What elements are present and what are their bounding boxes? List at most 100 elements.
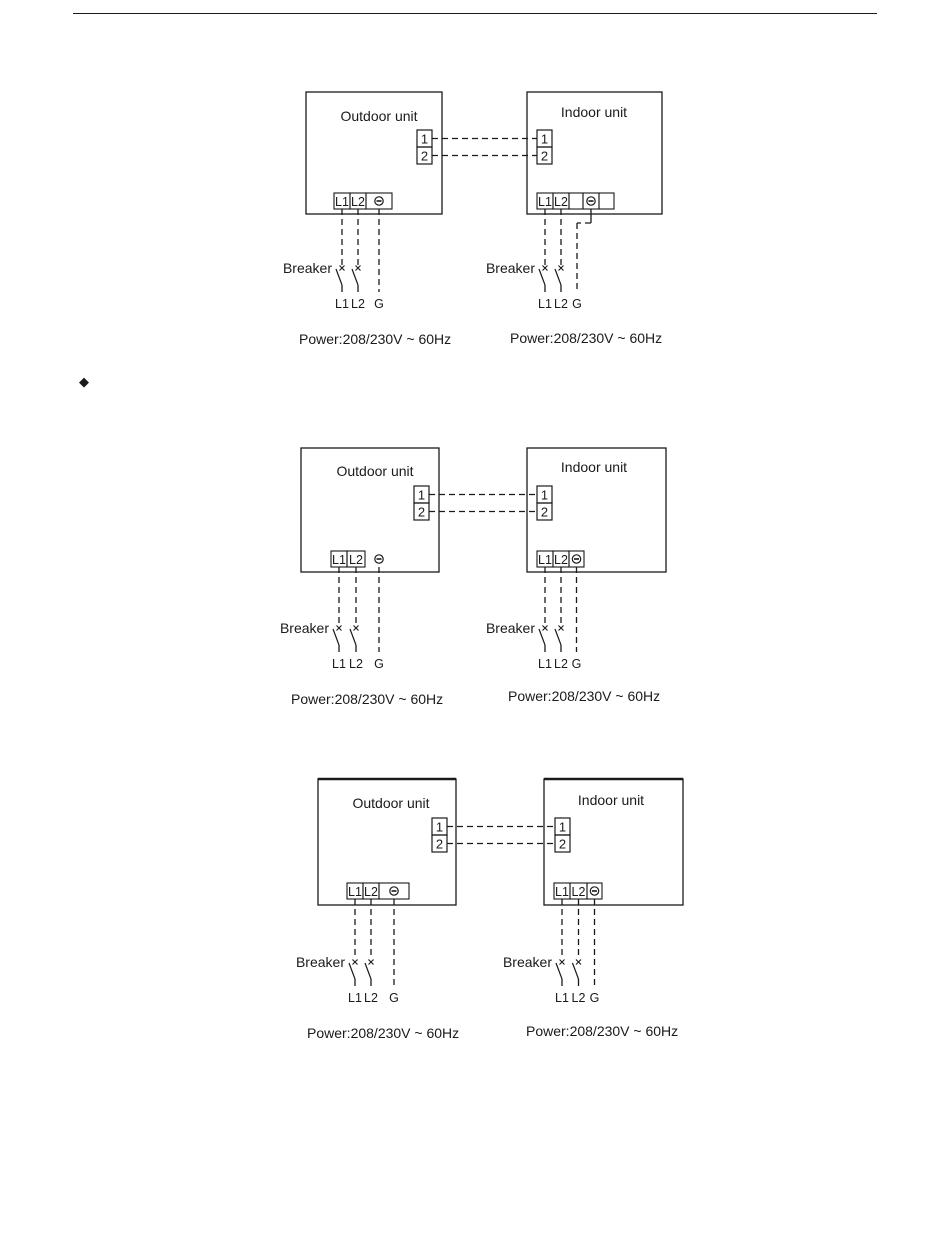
breaker-blade: [554, 628, 562, 646]
signal-interconnect: [432, 137, 537, 157]
signal-terminal-2: [536, 146, 553, 165]
breaker-pole-l1: [335, 209, 345, 292]
signal-terminal-2: [536, 502, 553, 521]
signal-terminal-1-label: 1: [421, 132, 428, 147]
breaker-blade: [538, 628, 546, 646]
breaker-blade: [348, 962, 356, 980]
signal-terminal-1-label: 1: [541, 488, 548, 503]
breaker-pole-l1: [538, 209, 548, 292]
power-terminal-L1-label: L1: [335, 195, 349, 209]
bullet-diamond-icon: ◆: [79, 374, 89, 389]
signal-terminal-2: [413, 502, 430, 521]
power-spec-label: Power:208/230V ~ 60Hz: [299, 331, 451, 347]
breaker-contact-x-icon: [336, 625, 342, 631]
signal-terminal-1-label: 1: [541, 132, 548, 147]
supply-label-l2: L2: [572, 991, 586, 1005]
supply-label-l2: L2: [364, 991, 378, 1005]
breaker-pole-l1: [332, 567, 342, 652]
breaker-blade: [538, 268, 546, 286]
supply-label-l1: L1: [555, 991, 569, 1005]
outdoor-signal-terminal-block: 12: [416, 129, 433, 165]
breaker-contact-x-icon: [352, 959, 358, 965]
supply-label-l2: L2: [349, 657, 363, 671]
signal-terminal-2-label: 2: [541, 505, 548, 520]
breaker-contact-x-icon: [558, 625, 564, 631]
ground-symbol-circle: [586, 196, 596, 206]
breaker-blade: [335, 268, 343, 286]
signal-terminal-2-label: 2: [436, 837, 443, 852]
breaker-pole-l1: [538, 567, 548, 652]
signal-interconnect: [447, 825, 555, 845]
breaker-label: Breaker: [503, 954, 552, 970]
indoor-unit-title: Indoor unit: [578, 792, 644, 808]
signal-terminal-2-label: 2: [418, 505, 425, 520]
indoor-signal-terminal-block: 12: [554, 817, 571, 853]
supply-label-l1: L1: [332, 657, 346, 671]
breaker-contact-x-icon: [368, 959, 374, 965]
breaker-blade: [332, 628, 340, 646]
outdoor-signal-terminal-block: 12: [413, 485, 430, 521]
breaker-contact-x-icon: [542, 625, 548, 631]
supply-label-g: G: [572, 297, 582, 311]
outdoor-signal-terminal-block: 12: [431, 817, 448, 853]
breaker-blade: [554, 268, 562, 286]
signal-terminal-2-label: 2: [559, 837, 566, 852]
breaker-pole-l2: [349, 567, 359, 652]
outdoor-unit-box: [305, 91, 443, 215]
breaker-contact-x-icon: [558, 265, 564, 271]
power-terminal-L1-label: L1: [348, 885, 362, 899]
supply-label-l1: L1: [335, 297, 349, 311]
breaker-blade: [555, 962, 563, 980]
indoor-unit-title: Indoor unit: [561, 104, 627, 120]
breaker-blade: [349, 628, 357, 646]
breaker-pole-l1: [348, 899, 358, 986]
power-spec-label: Power:208/230V ~ 60Hz: [510, 330, 662, 346]
signal-terminal-2: [554, 834, 571, 853]
power-terminal-L2-label: L2: [364, 885, 378, 899]
supply-label-l1: L1: [538, 657, 552, 671]
breaker-blade: [364, 962, 372, 980]
breaker-label: Breaker: [283, 260, 332, 276]
breaker-pole-l2: [364, 899, 374, 986]
power-terminal-L2-label: L2: [554, 195, 568, 209]
breaker-label: Breaker: [486, 620, 535, 636]
ground-symbol-circle: [374, 554, 384, 564]
ground-symbol-circle: [589, 886, 600, 896]
ground-terminal-icon: [389, 886, 399, 896]
breaker-contact-x-icon: [353, 625, 359, 631]
ground-terminal-icon: [374, 196, 384, 206]
breaker-contact-x-icon: [575, 959, 582, 965]
power-terminal-L1-label: L1: [538, 195, 552, 209]
power-terminal-blank: [598, 192, 615, 210]
signal-terminal-1-label: 1: [559, 820, 566, 835]
breaker-contact-x-icon: [339, 265, 345, 271]
ground-symbol-circle: [389, 886, 399, 896]
signal-terminal-1-label: 1: [418, 488, 425, 503]
power-spec-label: Power:208/230V ~ 60Hz: [291, 691, 443, 707]
breaker-contact-x-icon: [559, 959, 565, 965]
supply-label-l2: L2: [554, 657, 568, 671]
ground-symbol-circle: [571, 554, 582, 564]
power-terminal-L2-label: L2: [351, 195, 365, 209]
power-terminal-L2-label: L2: [554, 553, 568, 567]
supply-label-g: G: [389, 991, 399, 1005]
supply-label-l2: L2: [351, 297, 365, 311]
supply-label-l1: L1: [538, 297, 552, 311]
indoor-unit-box: [526, 91, 663, 215]
signal-interconnect: [429, 493, 537, 513]
power-terminal-L2-label: L2: [349, 553, 363, 567]
indoor-signal-terminal-block: 12: [536, 485, 553, 521]
signal-terminal-2: [431, 834, 448, 853]
